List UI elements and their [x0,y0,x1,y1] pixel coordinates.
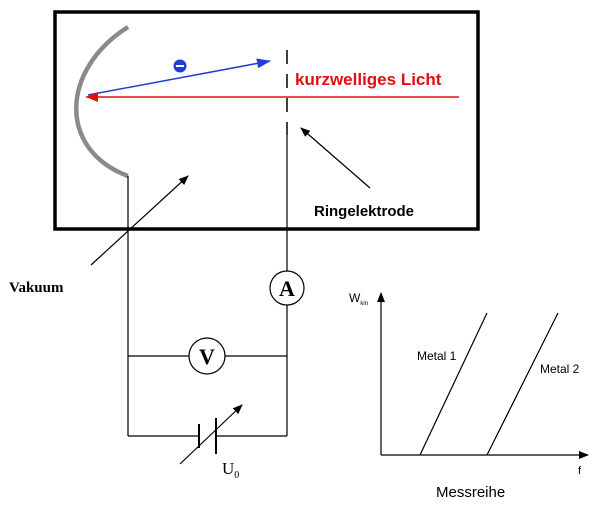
electron-path-arrow [87,58,271,96]
cathode-plate [74,25,130,179]
voltage-label: U0 [222,459,239,481]
series-line-metal-2 [486,312,559,456]
circuit-wires [127,176,288,437]
voltage-source: U0 [179,404,243,481]
series-label-metal-2: Metal 2 [540,362,580,376]
variable-arrow [179,404,243,465]
graph-x-axis-label: f [578,465,582,477]
kinetic-energy-graph: Wkin f Messreihe Metal 1 Metal 2 [349,291,589,501]
graph-y-axis-label: Wkin [349,291,368,307]
vacuum-tube [53,10,480,231]
vacuum-label: Vakuum [9,280,64,296]
series-line-metal-1 [419,312,488,456]
electron-icon [173,59,187,73]
light-label: kurzwelliges Licht [295,70,442,89]
ring-electrode-pointer [300,127,371,189]
ring-electrode-label: Ringelektrode [314,203,414,220]
vacuum-pointer [90,175,189,266]
graph-caption: Messreihe [436,484,505,501]
series-label-metal-1: Metal 1 [417,349,457,363]
ammeter: A [269,270,305,306]
voltmeter-label: V [199,344,215,369]
ammeter-label: A [279,276,295,301]
voltmeter: V [188,337,226,375]
